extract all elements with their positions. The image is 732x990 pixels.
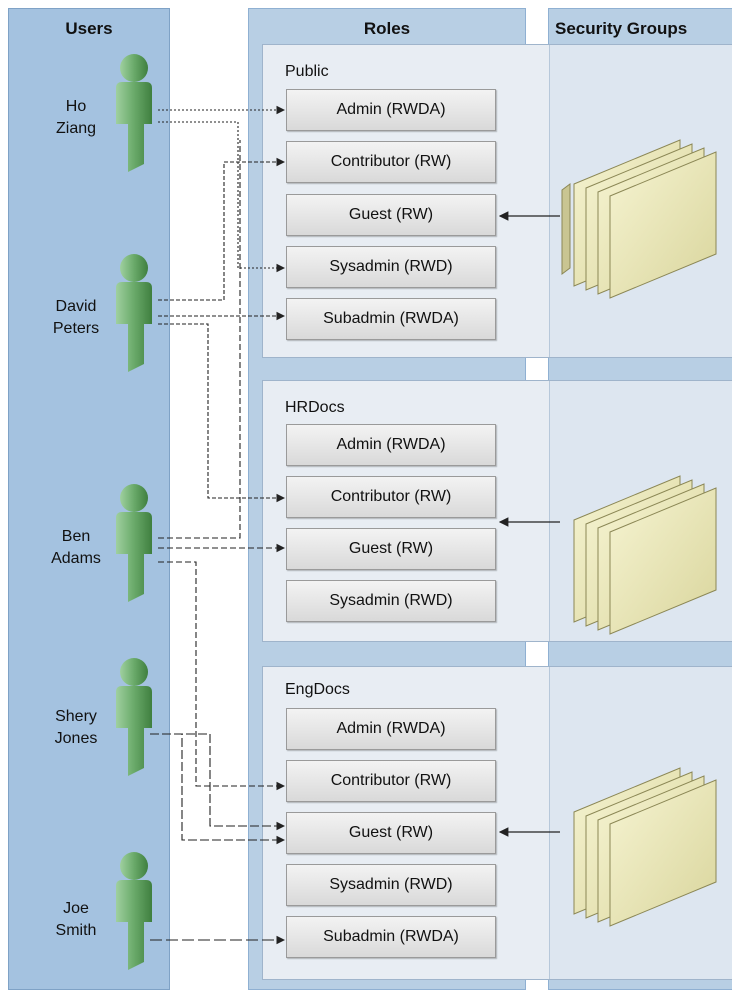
users-header: Users: [65, 19, 113, 38]
user-name-shery-jones: Shery Jones: [26, 706, 126, 750]
user-name-ho-ziang: Ho Ziang: [26, 96, 126, 140]
user-last-name: Jones: [54, 730, 98, 747]
panel-right-area: [549, 381, 732, 641]
role-hrdocs-admin: Admin (RWDA): [286, 424, 496, 466]
user-first-name: Joe: [63, 900, 89, 917]
group-name-public: Public: [285, 63, 329, 80]
user-first-name: Ben: [61, 528, 91, 545]
user-first-name: David: [55, 298, 97, 315]
role-engdocs-sysadmin: Sysadmin (RWD): [286, 864, 496, 906]
role-hrdocs-sysadmin: Sysadmin (RWD): [286, 580, 496, 622]
role-engdocs-subadmin: Subadmin (RWDA): [286, 916, 496, 958]
user-last-name: Adams: [51, 550, 101, 567]
role-public-contributor: Contributor (RW): [286, 141, 496, 183]
panel-right-area: [549, 667, 732, 979]
role-engdocs-contributor: Contributor (RW): [286, 760, 496, 802]
user-last-name: Peters: [52, 320, 100, 337]
security-groups-header: Security Groups: [555, 19, 688, 38]
users-column: Users: [8, 8, 170, 990]
role-hrdocs-contributor: Contributor (RW): [286, 476, 496, 518]
user-name-ben-adams: Ben Adams: [26, 526, 126, 570]
role-engdocs-guest: Guest (RW): [286, 812, 496, 854]
panel-right-area: [549, 45, 732, 357]
group-name-engdocs: EngDocs: [285, 681, 350, 698]
user-first-name: Ho: [65, 98, 87, 115]
role-engdocs-admin: Admin (RWDA): [286, 708, 496, 750]
role-public-guest: Guest (RW): [286, 194, 496, 236]
role-public-sysadmin: Sysadmin (RWD): [286, 246, 496, 288]
user-last-name: Smith: [55, 922, 97, 939]
role-public-subadmin: Subadmin (RWDA): [286, 298, 496, 340]
user-first-name: Shery: [55, 708, 97, 725]
user-name-joe-smith: Joe Smith: [26, 898, 126, 942]
user-name-david-peters: David Peters: [26, 296, 126, 340]
roles-header: Roles: [363, 19, 411, 38]
group-name-hrdocs: HRDocs: [285, 399, 345, 416]
role-hrdocs-guest: Guest (RW): [286, 528, 496, 570]
role-public-admin: Admin (RWDA): [286, 89, 496, 131]
user-last-name: Ziang: [55, 120, 97, 137]
